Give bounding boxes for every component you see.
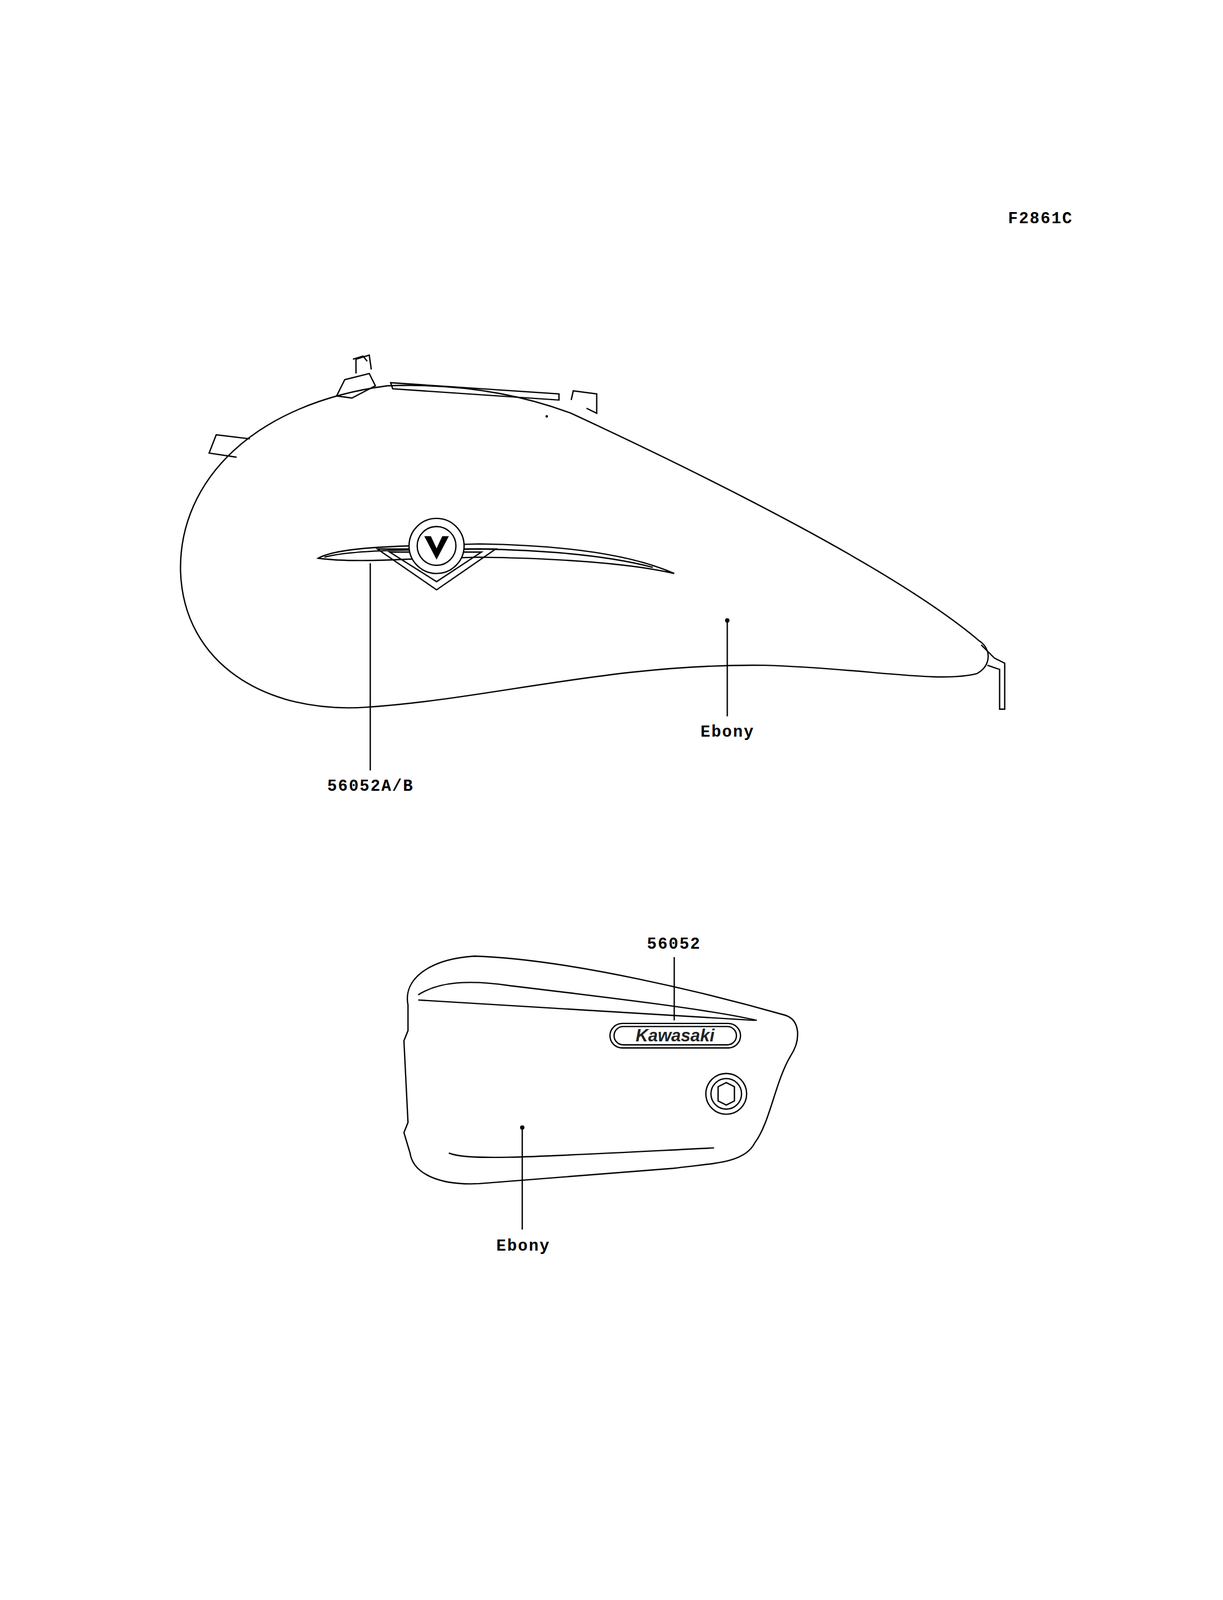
fuel-tank bbox=[180, 354, 1005, 770]
figure-code: F2861C bbox=[1006, 210, 1075, 229]
color-label: Ebony bbox=[698, 723, 757, 742]
side-cover bbox=[403, 955, 798, 1230]
callout-number: 56052 bbox=[644, 935, 703, 954]
decal-logo-text: Kawasaki bbox=[633, 1026, 716, 1046]
callout-number: 56052A/B bbox=[325, 777, 416, 796]
color-label: Ebony bbox=[494, 1237, 552, 1256]
